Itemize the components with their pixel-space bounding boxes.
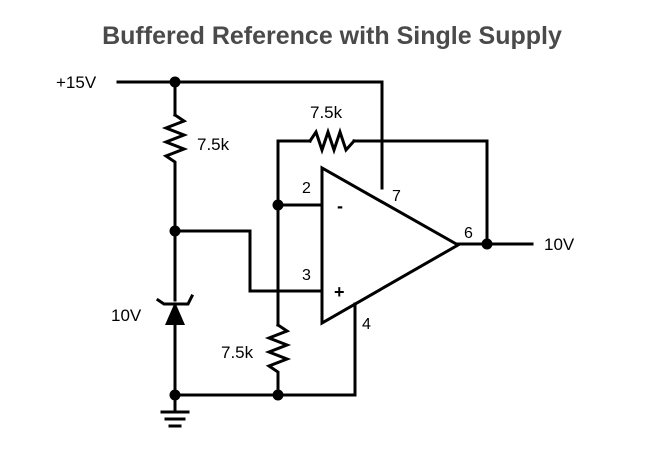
resistor-feedback <box>307 127 357 155</box>
supply-label: +15V <box>56 73 97 92</box>
resistor-top <box>161 112 189 170</box>
junction-dot <box>169 225 181 237</box>
junction-dot <box>169 389 181 401</box>
zener-label: 10V <box>111 306 142 325</box>
junction-dot <box>272 389 284 401</box>
pin-7-label: 7 <box>392 188 401 205</box>
noninverting-sign: + <box>334 282 345 302</box>
resistor-bottom-label: 7.5k <box>221 343 254 362</box>
supply-wire <box>116 80 384 190</box>
pin-2-label: 2 <box>302 180 311 197</box>
resistor-feedback-label: 7.5k <box>310 103 343 122</box>
pin-3-label: 3 <box>302 267 311 284</box>
pin-6-label: 6 <box>464 225 473 242</box>
ground-rail-wire <box>173 302 357 397</box>
op-amp <box>320 165 462 326</box>
output-label: 10V <box>544 235 575 254</box>
junction-dots <box>169 76 493 401</box>
junction-dot <box>481 238 493 250</box>
resistor-bottom <box>264 322 292 380</box>
pin-4-label: 4 <box>362 316 371 333</box>
junction-dot <box>169 76 181 88</box>
junction-dot <box>272 199 284 211</box>
zener-diode <box>155 293 195 325</box>
feedback-wire <box>276 139 489 246</box>
diagram-title: Buffered Reference with Single Supply <box>102 22 562 50</box>
resistor-top-label: 7.5k <box>197 135 230 154</box>
inverting-sign: - <box>337 196 343 216</box>
noninverting-input-wire <box>173 229 322 293</box>
